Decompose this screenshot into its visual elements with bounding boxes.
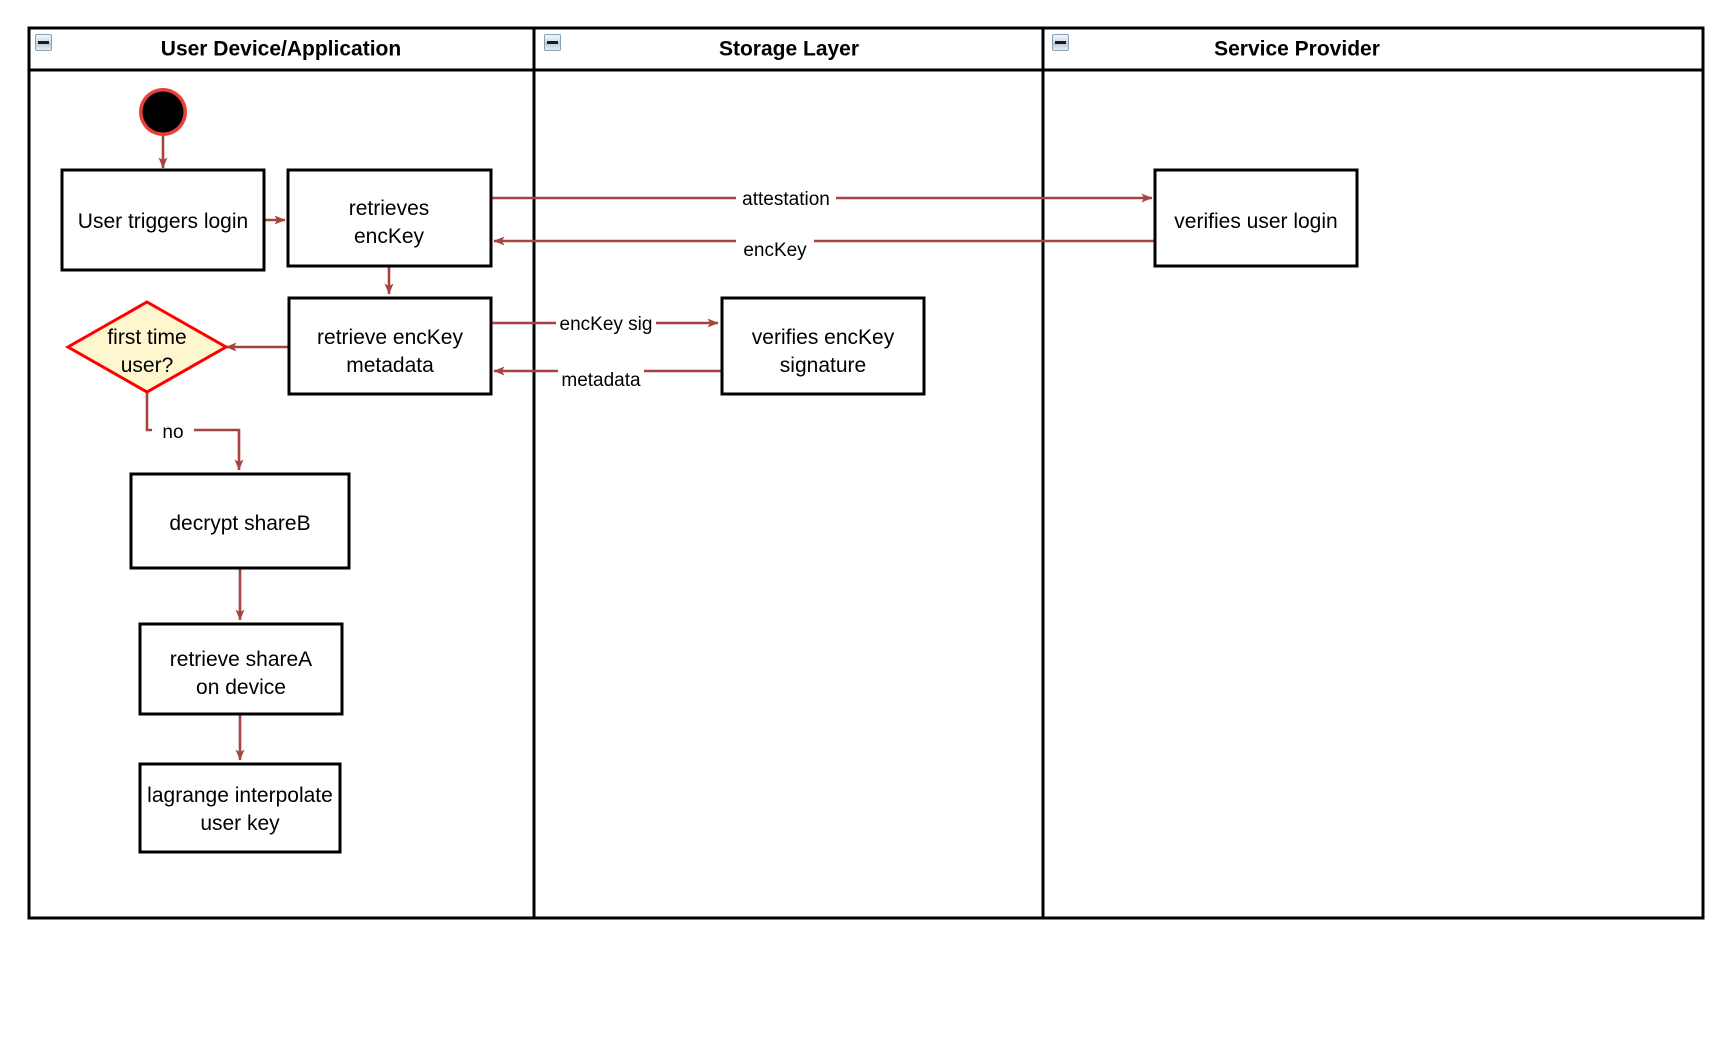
node-retrieve-sharea-on-device-line-1: on device [196, 676, 286, 699]
lane-title-user-device: User Device/Application [161, 38, 401, 61]
collapse-minus-icon-storage-layer[interactable] [544, 34, 561, 51]
start-node[interactable] [139, 88, 187, 136]
collapse-minus-icon-service-provider[interactable] [1052, 34, 1069, 51]
node-retrieve-sharea-on-device[interactable]: retrieve shareA on device [138, 622, 344, 716]
node-first-time-user-line-1: user? [121, 354, 174, 377]
node-first-time-user-line-0: first time [107, 326, 186, 349]
node-verifies-user-login[interactable]: verifies user login [1153, 168, 1359, 268]
node-retrieves-enckey-box [286, 168, 493, 268]
collapse-minus-icon-user-device[interactable] [35, 34, 52, 51]
lane-title-service-provider: Service Provider [1214, 38, 1380, 61]
node-retrieve-enckey-metadata-box [287, 296, 493, 396]
node-decrypt-shareb-line-0: decrypt shareB [169, 512, 310, 535]
node-verifies-enckey-signature-line-0: verifies encKey [752, 326, 895, 349]
node-first-time-user-diamond [64, 300, 230, 394]
node-user-triggers-login[interactable]: User triggers login [60, 168, 266, 272]
node-retrieve-enckey-metadata-line-0: retrieve encKey [317, 326, 463, 349]
edges-layer: attestation encKey encKey sig metadata n… [145, 135, 1155, 761]
node-user-triggers-login-line-0: User triggers login [78, 210, 248, 233]
node-retrieves-enckey[interactable]: retrieves encKey [286, 168, 493, 268]
node-retrieve-enckey-metadata-line-1: metadata [346, 354, 434, 377]
edge-attestation-label-bg [736, 188, 836, 209]
edge-attestation-label: attestation [742, 189, 830, 210]
edge-decision-no-label-bg [152, 421, 194, 437]
node-verifies-user-login-line-0: verifies user login [1174, 210, 1337, 233]
node-lagrange-interpolate-user-key[interactable]: lagrange interpolate user key [138, 762, 342, 854]
node-retrieves-enckey-line-0: retrieves [349, 197, 430, 220]
node-user-triggers-login-box [60, 168, 266, 272]
edge-decision-no-label: no [162, 422, 183, 443]
edge-enckey-sig-label: encKey sig [560, 314, 653, 335]
node-lagrange-interpolate-user-key-line-1: user key [200, 812, 280, 835]
edge-enckey-return-label-bg [736, 232, 814, 246]
lane-title-storage-layer: Storage Layer [719, 38, 859, 61]
node-retrieve-sharea-on-device-line-0: retrieve shareA [170, 648, 312, 671]
node-retrieves-enckey-line-1: encKey [354, 225, 425, 248]
node-decrypt-shareb[interactable]: decrypt shareB [129, 472, 351, 570]
edge-metadata-return-label: metadata [561, 370, 641, 391]
node-retrieve-enckey-metadata[interactable]: retrieve encKey metadata [287, 296, 493, 396]
node-decrypt-shareb-box [129, 472, 351, 570]
node-verifies-user-login-box [1153, 168, 1359, 268]
node-lagrange-interpolate-user-key-box [138, 762, 342, 854]
node-verifies-enckey-signature-box [720, 296, 926, 396]
node-verifies-enckey-signature-line-1: signature [780, 354, 866, 377]
edge-metadata-return-label-bg [558, 362, 644, 376]
start-node-fill [142, 91, 184, 133]
node-lagrange-interpolate-user-key-line-0: lagrange interpolate [147, 784, 333, 807]
node-retrieve-sharea-on-device-box [138, 622, 344, 716]
edge-enckey-return-label: encKey [743, 240, 807, 261]
node-first-time-user[interactable]: first time user? [64, 300, 230, 394]
edge-enckey-sig-label-bg [556, 313, 656, 334]
node-verifies-enckey-signature[interactable]: verifies encKey signature [720, 296, 926, 396]
